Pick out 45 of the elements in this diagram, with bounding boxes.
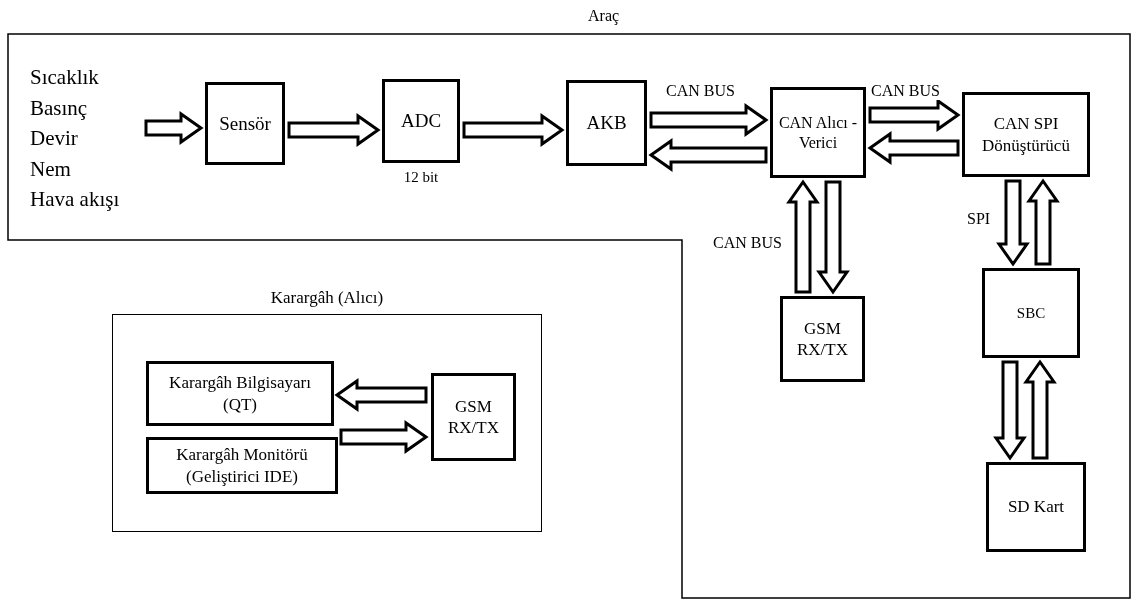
block-box: [982, 268, 1080, 358]
box-label: AKB: [586, 111, 627, 135]
edge-label: CAN BUS: [870, 82, 941, 100]
block-arrow: [996, 179, 1030, 267]
block-box: [431, 373, 516, 461]
block-arrow: [334, 378, 428, 412]
signal-name: Hava akışı: [30, 186, 120, 213]
block-arrow: [1026, 178, 1060, 266]
signal-name: Basınç: [30, 94, 88, 122]
block-arrow: [1023, 359, 1057, 460]
box-label: Sensör: [219, 111, 271, 136]
signal-name: Sıcaklık: [30, 64, 99, 91]
block-arrow: [287, 113, 381, 147]
block-arrow: [816, 180, 850, 295]
box-label: GSM RX/TX: [447, 395, 500, 439]
block-box: [780, 296, 865, 382]
block-arrow: [339, 420, 429, 454]
box-label: Karargâh Bilgisayarı (QT): [168, 372, 312, 415]
block-arrow: [462, 113, 565, 147]
box-label: CAN Alıcı - Verici: [777, 112, 859, 153]
region-title: Araç: [588, 7, 620, 25]
block-arrow: [648, 138, 768, 172]
block-arrow: [993, 360, 1027, 461]
block-box: [205, 82, 285, 165]
block-arrow: [868, 98, 961, 132]
signal-name: Nem: [30, 155, 71, 183]
block-box: [566, 80, 647, 166]
block-arrow: [144, 111, 204, 145]
block-arrow: [649, 103, 769, 137]
box-label: SD Kart: [1007, 496, 1065, 518]
signal-name: Devir: [30, 125, 78, 152]
caption-text: 12 bit: [403, 169, 439, 186]
box-label: CAN SPI Dönüştürücü: [981, 113, 1071, 156]
block-arrow: [786, 179, 820, 294]
box-label: GSM RX/TX: [796, 317, 849, 361]
block-box: [962, 92, 1090, 177]
block-box: [146, 361, 334, 426]
box-label: Karargâh Monitörü (Geliştirici IDE): [175, 444, 309, 487]
block-box: [986, 462, 1086, 552]
block-arrow: [867, 131, 960, 165]
block-box: [770, 87, 866, 178]
box-label: ADC: [400, 109, 442, 133]
group-title: Karargâh (Alıcı): [270, 288, 384, 308]
block-box: [146, 437, 338, 494]
box-label: SBC: [1016, 303, 1046, 323]
